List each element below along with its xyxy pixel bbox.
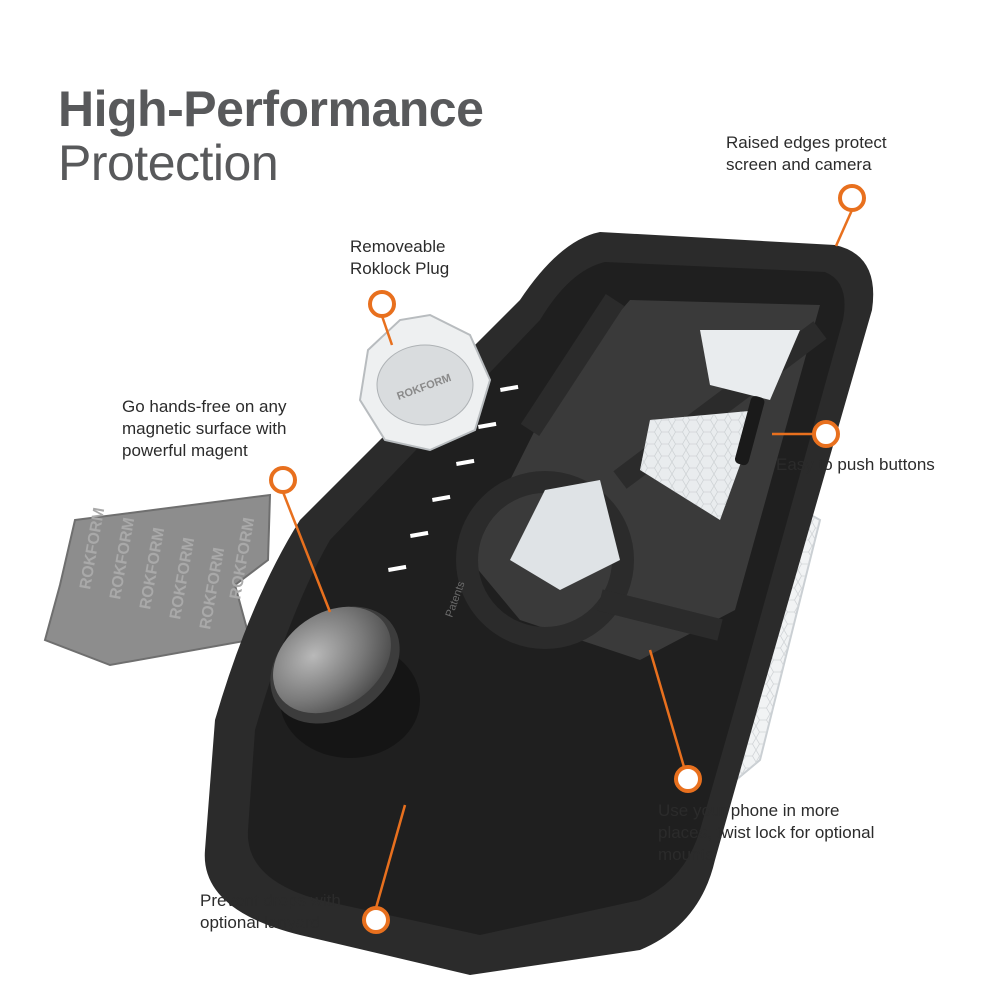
headline: High-Performance Protection: [58, 81, 484, 191]
marker-lanyard: [362, 906, 390, 934]
callout-raised-edges: Raised edges protect screen and camera: [726, 133, 887, 174]
callout-lanyard: Prevent drops with optional lanyard: [200, 891, 341, 932]
title-line-2: Protection: [58, 135, 279, 191]
callout-roklock-plug: Removeable Roklock Plug: [350, 237, 450, 278]
magnet-disk: [270, 606, 400, 724]
callout-twist-lock: Use your phone in more places, twist loc…: [658, 801, 875, 864]
phone-case: Patents: [204, 232, 874, 975]
callout-magnetic: Go hands-free on any magnetic surface wi…: [122, 397, 287, 460]
title-line-1: High-Performance: [58, 81, 484, 137]
callout-buttons: Easy to push buttons: [776, 455, 935, 474]
marker-magnetic: [269, 466, 297, 494]
marker-buttons: [812, 420, 840, 448]
marker-roklock-plug: [368, 290, 396, 318]
magnetic-plate: ROKFORM ROKFORM ROKFORM ROKFORM ROKFORM …: [43, 493, 272, 667]
marker-raised-edges: [838, 184, 866, 212]
marker-twist-lock: [674, 765, 702, 793]
leader-lines: [281, 209, 854, 909]
roklock-plug: ROKFORM: [358, 313, 492, 452]
